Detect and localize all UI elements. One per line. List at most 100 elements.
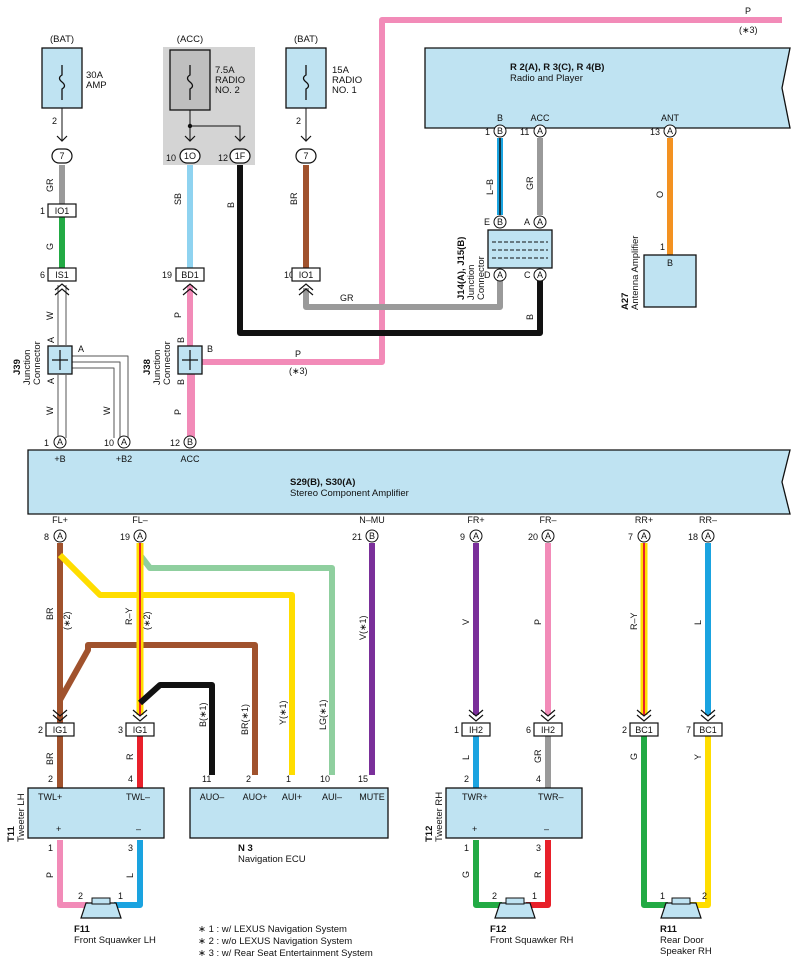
svg-text:LG(∗1): LG(∗1) (318, 699, 328, 730)
amp-id: S29(B), S30(A) (290, 477, 355, 488)
svg-text:B: B (497, 217, 503, 227)
svg-text:GR: GR (45, 178, 55, 192)
antenna-amplifier: 1 B A27 Antenna Amplifier (620, 236, 697, 310)
svg-text:10: 10 (104, 438, 114, 448)
svg-text:12: 12 (218, 153, 228, 163)
svg-text:P: P (533, 619, 543, 625)
svg-text:–: – (544, 824, 549, 834)
svg-text:BR(∗1): BR(∗1) (240, 704, 250, 735)
svg-text:W: W (45, 311, 55, 320)
svg-text:B: B (497, 113, 503, 123)
svg-text:L: L (693, 620, 703, 625)
svg-text:P: P (173, 409, 183, 415)
svg-text:Junction: Junction (22, 350, 33, 385)
svg-text:B: B (226, 202, 236, 208)
fuse-rating: 30A (86, 70, 104, 81)
svg-text:4: 4 (536, 774, 541, 784)
svg-text:+: + (472, 824, 477, 834)
svg-text:A: A (537, 217, 543, 227)
wire-l-squawk-lh (114, 840, 143, 908)
svg-text:W: W (102, 406, 112, 415)
svg-text:IS1: IS1 (55, 270, 69, 280)
svg-text:IO1: IO1 (55, 206, 70, 216)
tweeter-rh: 2 4 TWR+ TWR– + – 1 3 T12 Tweeter RH (424, 774, 583, 853)
svg-text:Tweeter LH: Tweeter LH (16, 793, 27, 842)
svg-text:+B2: +B2 (116, 454, 132, 464)
svg-text:BD1: BD1 (181, 270, 199, 280)
svg-text:A: A (497, 270, 503, 280)
svg-text:Antenna Amplifier: Antenna Amplifier (630, 236, 641, 310)
svg-text:21: 21 (352, 532, 362, 542)
svg-text:B: B (667, 258, 673, 268)
svg-text:1: 1 (454, 725, 459, 735)
svg-text:A: A (121, 437, 127, 447)
svg-text:B: B (187, 437, 193, 447)
svg-text:9: 9 (460, 532, 465, 542)
svg-text:Junction: Junction (466, 265, 477, 300)
svg-text:TWR–: TWR– (538, 792, 564, 802)
svg-text:B: B (176, 337, 186, 343)
svg-text:IO1: IO1 (299, 270, 314, 280)
svg-text:3: 3 (536, 843, 541, 853)
svg-text:Y(∗1): Y(∗1) (278, 700, 288, 725)
svg-text:Connector: Connector (162, 341, 173, 385)
svg-text:B: B (497, 126, 503, 136)
fuse-name: RADIO (332, 75, 362, 86)
svg-text:7: 7 (628, 532, 633, 542)
svg-text:Rear Door: Rear Door (660, 935, 704, 946)
fuse-name: RADIO (215, 75, 245, 86)
svg-text:(∗3): (∗3) (739, 25, 758, 35)
svg-text:6: 6 (526, 725, 531, 735)
fuse-supply: (BAT) (50, 34, 74, 45)
amp-bottom-pins: FL+ 8 A FL– 19 A N–MU 21 B FR+ 9 A FR– 2… (44, 515, 717, 543)
svg-text:Front Squawker RH: Front Squawker RH (490, 935, 574, 946)
svg-text:13: 13 (650, 127, 660, 137)
svg-text:Y: Y (693, 754, 703, 760)
svg-text:A: A (57, 531, 63, 541)
svg-text:(∗2): (∗2) (142, 611, 152, 630)
svg-text:F11: F11 (74, 924, 91, 935)
svg-text:A: A (667, 126, 673, 136)
svg-text:W: W (45, 406, 55, 415)
svg-text:R: R (533, 871, 543, 878)
svg-text:7: 7 (303, 151, 308, 161)
svg-text:J14(A), J15(B): J14(A), J15(B) (456, 237, 467, 300)
svg-text:2: 2 (48, 774, 53, 784)
svg-text:Junction: Junction (152, 350, 163, 385)
svg-text:1: 1 (40, 206, 45, 216)
svg-text:12: 12 (170, 438, 180, 448)
svg-text:G: G (45, 243, 55, 250)
svg-text:1: 1 (532, 891, 537, 901)
svg-text:G: G (461, 871, 471, 878)
footnotes: ∗ 1 : w/ LEXUS Navigation System ∗ 2 : w… (198, 924, 373, 959)
svg-text:J39: J39 (12, 359, 23, 375)
svg-text:A: A (46, 337, 56, 343)
junction-connector-j14: E B A A D A C A J14(A), J15(B) Junction … (456, 215, 553, 300)
svg-text:1O: 1O (184, 151, 196, 161)
svg-text:Connector: Connector (32, 341, 43, 385)
svg-text:ACC: ACC (530, 113, 550, 123)
svg-text:+: + (56, 824, 61, 834)
svg-text:AUO+: AUO+ (243, 792, 268, 802)
svg-text:AUI+: AUI+ (282, 792, 302, 802)
svg-text:∗ 2 : w/o LEXUS Navigation Sys: ∗ 2 : w/o LEXUS Navigation System (198, 936, 352, 947)
svg-text:TWL+: TWL+ (38, 792, 62, 802)
svg-text:C: C (524, 270, 531, 280)
svg-text:15: 15 (358, 774, 368, 784)
svg-text:RR+: RR+ (635, 515, 653, 525)
svg-text:B: B (176, 379, 186, 385)
svg-text:B: B (369, 531, 375, 541)
svg-text:7: 7 (686, 725, 691, 735)
svg-text:+B: +B (54, 454, 65, 464)
svg-text:AUI–: AUI– (322, 792, 342, 802)
wire-g-rrplus (641, 735, 668, 908)
svg-text:N–MU: N–MU (359, 515, 385, 525)
svg-text:1: 1 (44, 438, 49, 448)
svg-text:20: 20 (528, 532, 538, 542)
svg-text:J38: J38 (142, 359, 153, 375)
svg-text:A: A (545, 531, 551, 541)
wire-br-flplus-2 (57, 642, 258, 775)
svg-text:MUTE: MUTE (359, 792, 385, 802)
svg-text:P: P (745, 6, 751, 16)
fuse-name: AMP (86, 80, 107, 91)
